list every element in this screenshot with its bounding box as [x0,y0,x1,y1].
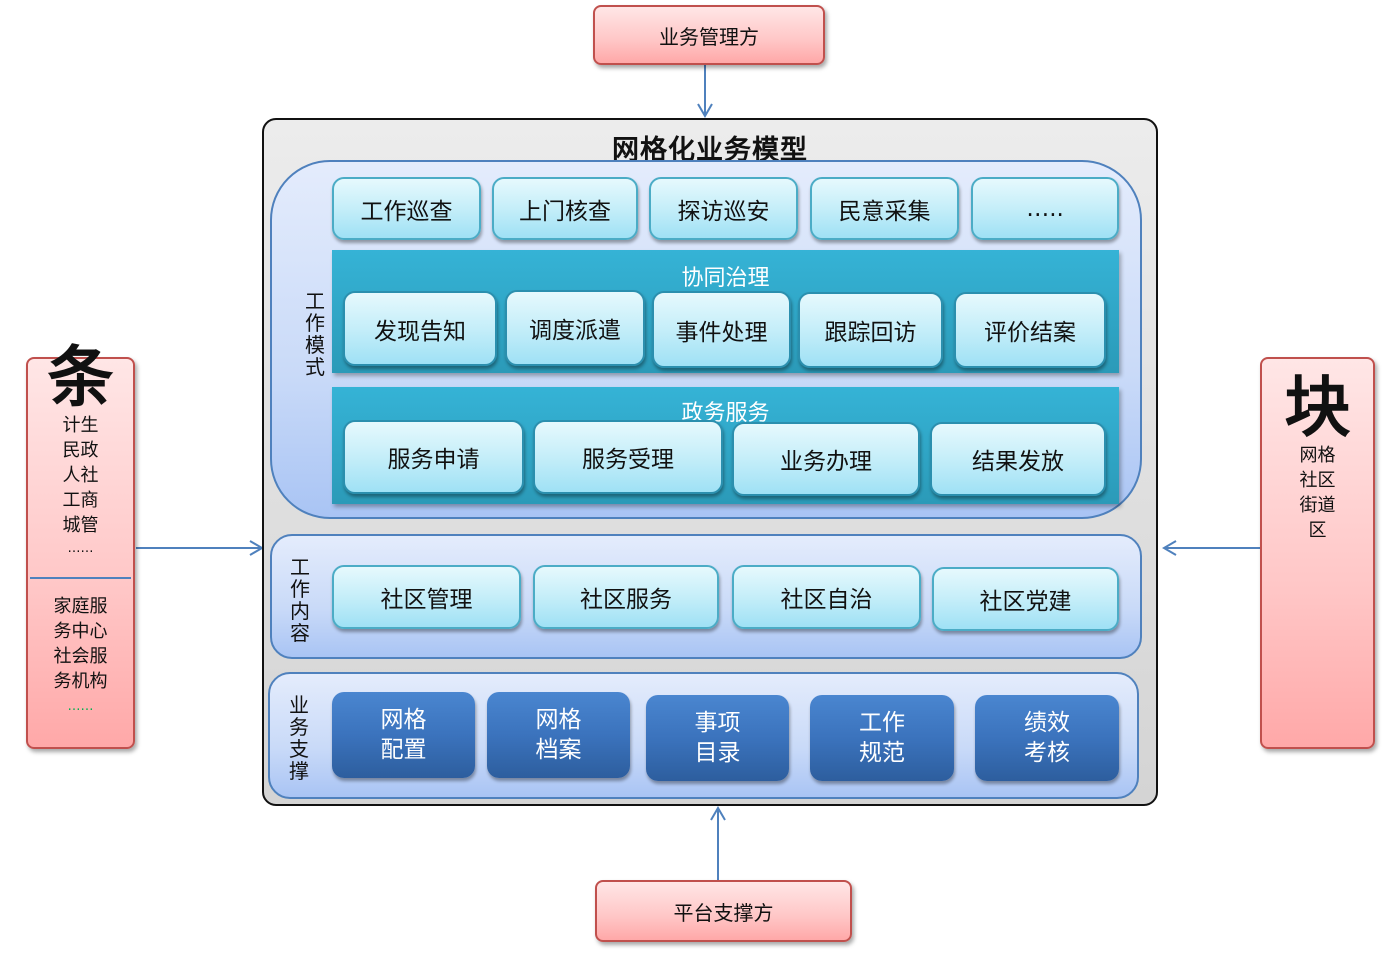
support-item: 事项目录 [646,695,789,781]
organization-item: 社会服 [53,646,108,667]
model-title: 网格化业务模型 [612,135,808,160]
level-item: 社区 [1299,470,1336,491]
left-department-list: 计生 民政 人社 工商 城管 …… [26,413,135,560]
bottom-party-box: 平台支撑方 [595,880,852,942]
left-side-panel [26,357,135,749]
right-side-content: 块 网格 社区 街道 区 [1260,373,1375,543]
label-char: 业 [289,693,309,717]
label-char: 内 [290,599,310,623]
arrow-left-head-icon [249,540,264,556]
collab-item: 评价结案 [954,292,1106,368]
collab-item: 发现告知 [343,291,497,366]
organization-item: 家庭服 [53,596,108,617]
level-item: 网格 [1299,445,1336,466]
work-mode-label: 工 作 模 式 [303,290,327,378]
support-line: 考核 [1024,740,1070,766]
label-char: 工 [305,289,325,313]
level-item: 街道 [1299,495,1336,516]
support-line: 规范 [859,740,905,766]
top-party-box: 业务管理方 [593,5,825,65]
top-party-label: 业务管理方 [659,24,759,49]
work-mode-item-more: ….. [971,177,1119,240]
support-item: 工作规范 [810,695,954,781]
support-line: 事项 [694,710,741,736]
department-item: 人社 [62,465,99,486]
work-mode-item: 上门核查 [492,177,638,240]
support-line: 网格 [380,707,427,733]
right-side-panel [1260,357,1375,749]
label-char: 工 [290,555,310,579]
collab-item: 跟踪回访 [798,292,943,368]
support-item: 网格档案 [487,692,630,778]
bottom-party-label: 平台支撑方 [673,900,774,925]
support-line: 工作 [859,710,905,736]
label-char: 撑 [289,759,309,783]
work-content-item: 社区服务 [533,565,719,629]
arrow-top-head-icon [697,103,713,118]
departments-more: …… [67,541,94,556]
label-char: 容 [290,621,310,645]
label-char: 作 [290,577,310,601]
support-line: 目录 [694,740,741,766]
gov-item: 服务受理 [533,420,723,494]
work-mode-item: 探访巡安 [649,177,798,240]
left-organization-list: 家庭服 务中心 社会服 务机构 …… [26,594,135,720]
organization-item: 务机构 [53,671,108,692]
support-line: 配置 [380,737,427,763]
department-item: 城管 [62,515,99,536]
label-char: 务 [289,715,309,739]
collab-governance-title: 协同治理 [681,266,770,291]
work-content-label: 工 作 内 容 [288,556,312,644]
work-mode-item: 工作巡查 [332,177,481,240]
work-content-item: 社区自治 [732,565,921,629]
gov-item: 服务申请 [343,420,524,494]
support-line: 网格 [535,707,582,733]
department-item: 计生 [62,415,99,436]
work-mode-item: 民意采集 [810,177,959,240]
left-side-content: 条 计生 民政 人社 工商 城管 …… [26,343,135,560]
right-level-list: 网格 社区 街道 区 [1260,443,1375,543]
arrow-bottom-head-icon [710,806,726,821]
label-char: 作 [305,311,325,335]
business-support-label: 业 务 支 撑 [287,694,311,782]
organization-item: 务中心 [53,621,108,642]
collab-item: 事件处理 [652,291,791,368]
label-char: 模 [305,333,325,357]
support-item: 网格配置 [332,692,475,778]
department-item: 工商 [62,490,99,511]
department-item: 民政 [62,440,99,461]
support-item: 绩效考核 [975,695,1119,781]
gov-item: 业务办理 [732,422,920,496]
gov-item: 结果发放 [930,422,1106,496]
work-content-item: 社区管理 [332,565,521,629]
left-divider [30,577,131,579]
support-line: 绩效 [1024,710,1070,736]
level-item: 区 [1308,520,1327,541]
label-char: 式 [305,355,325,379]
right-big-char: 块 [1284,369,1351,446]
left-big-char: 条 [47,339,114,416]
label-char: 支 [289,737,309,761]
collab-item: 调度派遣 [505,290,645,366]
arrow-right-head-icon [1162,540,1177,556]
organizations-more: …… [67,699,94,714]
work-content-item: 社区党建 [932,567,1119,631]
support-line: 档案 [535,737,582,763]
